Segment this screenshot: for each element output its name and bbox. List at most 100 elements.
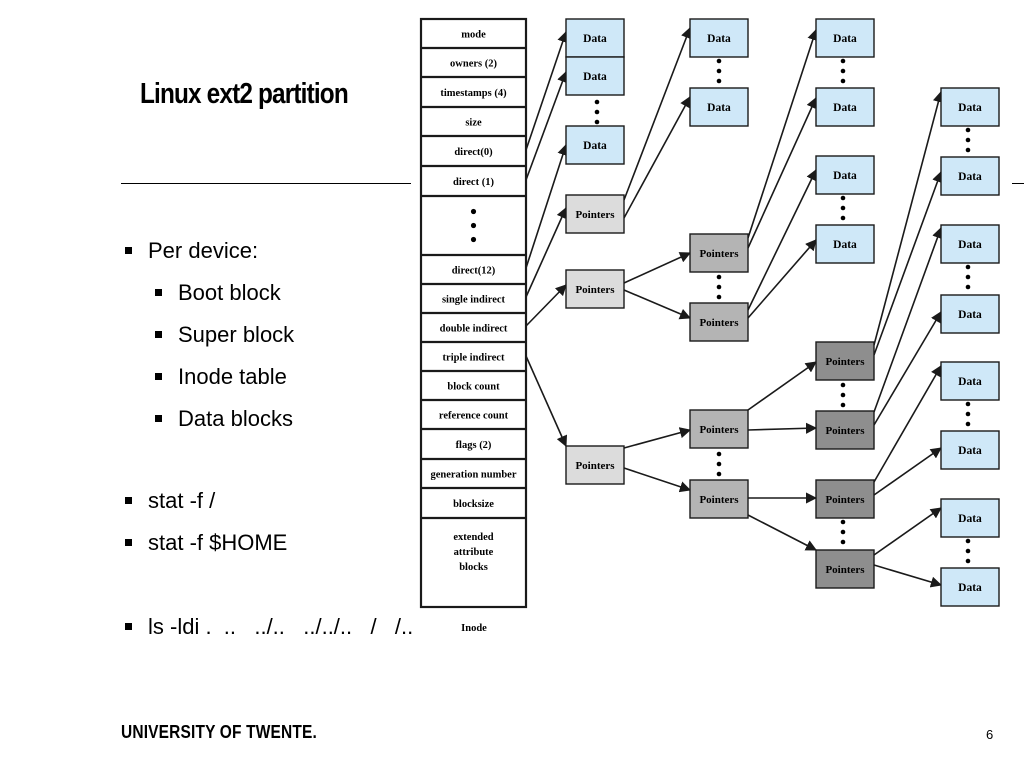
- data-d4-box: [940, 294, 1000, 334]
- data-d8-label: Data: [958, 582, 982, 594]
- bullet-text: stat -f /: [148, 488, 216, 513]
- pointer-arrow: [525, 284, 567, 327]
- pointers-c1-box: [815, 341, 875, 381]
- ellipsis-dot: [716, 284, 722, 290]
- pointer-arrow: [623, 26, 692, 201]
- bullet-square-icon: [125, 623, 132, 630]
- inode-field-11: reference count: [439, 411, 509, 422]
- data-d2-box: [940, 156, 1000, 196]
- bullet-text: Super block: [178, 322, 295, 347]
- bullet-stat-home: stat -f $HOME: [118, 530, 287, 556]
- ellipsis-dot: [965, 284, 971, 290]
- arrows-layer: [525, 26, 944, 588]
- ellipsis-dot: [840, 529, 846, 535]
- pointer-arrow: [873, 90, 944, 346]
- pointers-b2-label: Pointers: [699, 317, 739, 329]
- inode-field-2: timestamps (4): [440, 88, 507, 99]
- pointer-arrow: [747, 239, 817, 319]
- bullet-boot-block: Boot block: [148, 280, 281, 306]
- pointer-arrow: [873, 170, 943, 356]
- bullet-inode-table: Inode table: [148, 364, 287, 390]
- bullet-square-icon: [155, 289, 162, 296]
- pointers-c3-box: [815, 479, 875, 519]
- ellipsis-dot: [716, 451, 722, 457]
- bullet-square-icon: [125, 539, 132, 546]
- ellipsis-dot: [840, 205, 846, 211]
- ellipsis-dot: [716, 461, 722, 467]
- inode-field-14: blocksize: [453, 499, 494, 510]
- data-d3-label: Data: [958, 239, 982, 251]
- ellipsis-dot: [716, 68, 722, 74]
- pointer-arrow: [525, 143, 569, 269]
- data-a1-box: [565, 18, 625, 58]
- ellipsis-dot: [840, 78, 846, 84]
- inode-field-6: direct(12): [452, 266, 496, 277]
- data-d6-label: Data: [958, 445, 982, 457]
- pointers-c1-label: Pointers: [825, 356, 865, 368]
- pointers-c2-label: Pointers: [825, 425, 865, 437]
- pointer-arrow: [623, 467, 692, 493]
- bullet-square-icon: [125, 497, 132, 504]
- ellipsis-dot: [594, 109, 600, 115]
- bullet-square-icon: [125, 247, 132, 254]
- data-d8-box: [940, 567, 1000, 607]
- pointer-arrow: [525, 206, 567, 298]
- data-d1-label: Data: [958, 102, 982, 114]
- inode-ellipsis-dot: [470, 208, 477, 215]
- data-d5-label: Data: [958, 376, 982, 388]
- ellipsis-dot: [716, 78, 722, 84]
- pointer-arrow: [747, 422, 818, 434]
- inode-field-10: block count: [447, 382, 500, 393]
- pointer-arrow: [747, 28, 819, 239]
- pointer-arrow: [623, 96, 691, 219]
- boxes-layer: DataDataDataPointersPointersPointersData…: [565, 18, 1000, 607]
- ellipsis-dot: [840, 68, 846, 74]
- ellipsis-dot: [840, 195, 846, 201]
- inode-field-3: size: [465, 118, 482, 129]
- pointer-arrow: [525, 355, 568, 448]
- data-c2-box: [815, 87, 875, 127]
- data-a1-label: Data: [583, 33, 607, 45]
- bullet-square-icon: [155, 373, 162, 380]
- slide-title: Linux ext2 partition: [140, 78, 349, 110]
- data-c3-box: [815, 155, 875, 195]
- pointers-triple-box: [565, 445, 625, 485]
- data-b1-box: [689, 18, 749, 58]
- bullet-per-device: Per device:: [118, 238, 258, 264]
- title-rule-right: [1012, 183, 1024, 184]
- pointers-b4-box: [689, 479, 749, 519]
- pointers-b4-label: Pointers: [699, 494, 739, 506]
- data-d3-box: [940, 224, 1000, 264]
- pointers-c4-box: [815, 549, 875, 589]
- pointer-arrow: [873, 365, 942, 483]
- data-d5-box: [940, 361, 1000, 401]
- pointers-double-label: Pointers: [575, 284, 615, 296]
- pointer-arrow: [873, 311, 942, 426]
- data-d4-label: Data: [958, 309, 982, 321]
- pointer-arrow: [873, 507, 942, 556]
- pointers-c2-box: [815, 410, 875, 450]
- ellipsis-dot: [840, 519, 846, 525]
- data-c2-label: Data: [833, 102, 857, 114]
- pointer-arrow: [623, 427, 692, 449]
- bullet-ls-ldi: ls -ldi . .. ../.. ../../.. / /..: [118, 614, 413, 640]
- ellipsis-dot: [716, 471, 722, 477]
- pointers-triple-label: Pointers: [575, 460, 615, 472]
- page-number: 6: [986, 727, 994, 742]
- inode-ellipsis-dot: [470, 236, 477, 243]
- title-rule: [121, 183, 411, 184]
- ellipsis-dot: [965, 421, 971, 427]
- bullet-text: Boot block: [178, 280, 281, 305]
- inode-field-13: generation number: [430, 470, 516, 481]
- ellipsis-dot: [716, 274, 722, 280]
- ellipsis-dot: [965, 558, 971, 564]
- data-c3-label: Data: [833, 170, 857, 182]
- ellipsis-dot: [840, 58, 846, 64]
- ellipsis-dot: [965, 411, 971, 417]
- inode-field-1: owners (2): [450, 59, 497, 70]
- bullet-super-block: Super block: [148, 322, 294, 348]
- ellipsis-dot: [965, 264, 971, 270]
- ellipsis-layer: [594, 58, 971, 564]
- pointers-single-box: [565, 194, 625, 234]
- ellipsis-dot: [594, 99, 600, 105]
